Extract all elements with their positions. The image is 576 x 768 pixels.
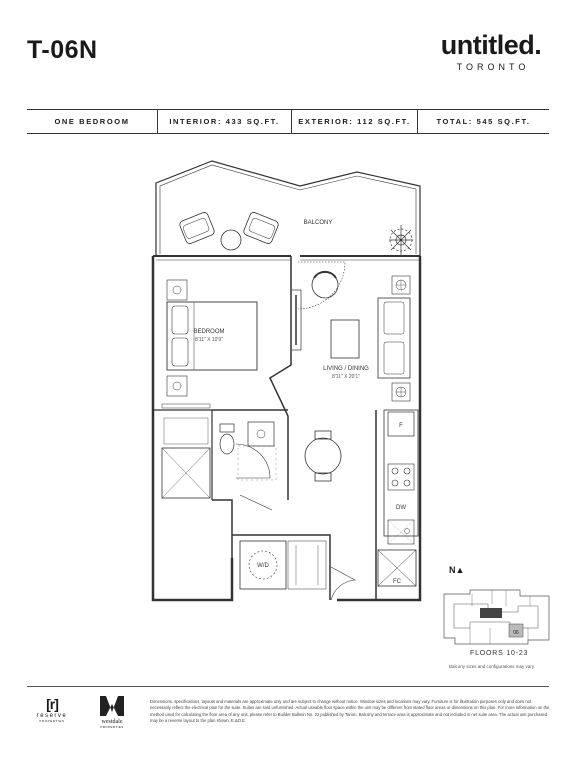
living-label: LIVING / DINING <box>323 366 369 372</box>
brand-logo: untitled. TORONTO <box>432 30 550 72</box>
living-dimensions: 8'11" X 20'1" <box>332 374 360 380</box>
bedroom-label: BEDROOM <box>193 329 224 335</box>
reserve-mark: [r] <box>46 696 59 712</box>
cooktop-icon <box>387 463 415 491</box>
dining-set <box>304 430 342 482</box>
key-plan: 06 <box>443 589 550 645</box>
spec-total-area: TOTAL: 545 SQ.FT. <box>436 117 531 126</box>
westdale-logo: westdale PROPERTIES <box>94 718 130 729</box>
reserve-subtitle: PROPERTIES <box>39 719 65 723</box>
reserve-name: reserve <box>36 713 68 719</box>
brand-city: TORONTO <box>456 62 530 72</box>
bedroom: BEDROOM 8'11" X 10'9" <box>161 279 302 409</box>
interior-walls <box>212 256 377 600</box>
spec-exterior-area: EXTERIOR: 112 SQ.FT. <box>292 110 418 133</box>
westdale-logo-icon <box>100 696 124 716</box>
bedroom-dimensions: 8'11" X 10'9" <box>195 337 223 343</box>
side-table-bottom <box>391 382 411 402</box>
unit-title: T-06N <box>27 36 98 64</box>
spec-interior-area: INTERIOR: 433 SQ.FT. <box>158 110 292 133</box>
kitchen-counter <box>383 409 419 537</box>
key-plan-unit-highlight <box>508 623 524 638</box>
balcony <box>155 160 421 256</box>
brand-name: untitled. <box>440 30 542 60</box>
toilet-icon <box>219 423 235 455</box>
spec-bar: ONE BEDROOM INTERIOR: 433 SQ.FT. EXTERIO… <box>27 109 549 134</box>
shower <box>161 447 211 499</box>
pillow-bottom <box>171 337 189 367</box>
exterior-walls <box>151 255 422 602</box>
nightstand-bottom <box>166 375 188 397</box>
laundry: W/D <box>239 540 327 590</box>
washer-dryer-label: W/D <box>257 563 269 569</box>
plant-icon <box>389 225 413 255</box>
reserve-logo: [r] reserve PROPERTIES <box>32 696 72 723</box>
north-arrow-icon: N▲ <box>449 565 465 575</box>
bathroom <box>161 417 277 499</box>
coffee-table <box>330 319 360 359</box>
floors-label: FLOORS 10-23 <box>470 650 529 657</box>
closet <box>287 540 327 590</box>
disclaimer-text: Dimensions, specifications, layouts and … <box>150 699 550 723</box>
spec-unit-type: ONE BEDROOM <box>27 110 158 133</box>
kitchen: F DW <box>383 409 419 545</box>
key-plan-unit-tag: 06 <box>513 630 519 636</box>
fan-coil: FC <box>377 549 417 587</box>
tv-console <box>290 289 302 351</box>
footer-divider <box>27 686 549 687</box>
closet-shelf <box>161 403 211 409</box>
balcony-chair-right <box>243 212 279 244</box>
balcony-table <box>220 229 242 251</box>
westdale-name: westdale <box>101 719 123 725</box>
westdale-subtitle: PROPERTIES <box>100 725 124 729</box>
fan-coil-label: FC <box>393 579 402 585</box>
vanity <box>247 421 275 447</box>
balcony-note: Balcony sizes and configurations may var… <box>449 664 535 669</box>
lounge-chair <box>311 271 339 299</box>
fridge <box>387 411 415 437</box>
washer-dryer <box>239 540 287 590</box>
pillow-top <box>171 305 189 335</box>
balcony-label: BALCONY <box>304 220 333 226</box>
sofa <box>377 297 411 379</box>
fridge-label: F <box>399 423 403 429</box>
dishwasher-label: DW <box>396 505 406 511</box>
bath-tile <box>163 417 209 445</box>
side-table-top <box>391 275 411 295</box>
sink <box>387 519 415 545</box>
nightstand-top <box>166 279 188 301</box>
living-dining: LIVING / DINING 8'11" X 20'1" <box>304 271 411 482</box>
balcony-chair-left <box>179 212 215 244</box>
bed <box>166 301 258 371</box>
door-swings <box>235 261 357 601</box>
